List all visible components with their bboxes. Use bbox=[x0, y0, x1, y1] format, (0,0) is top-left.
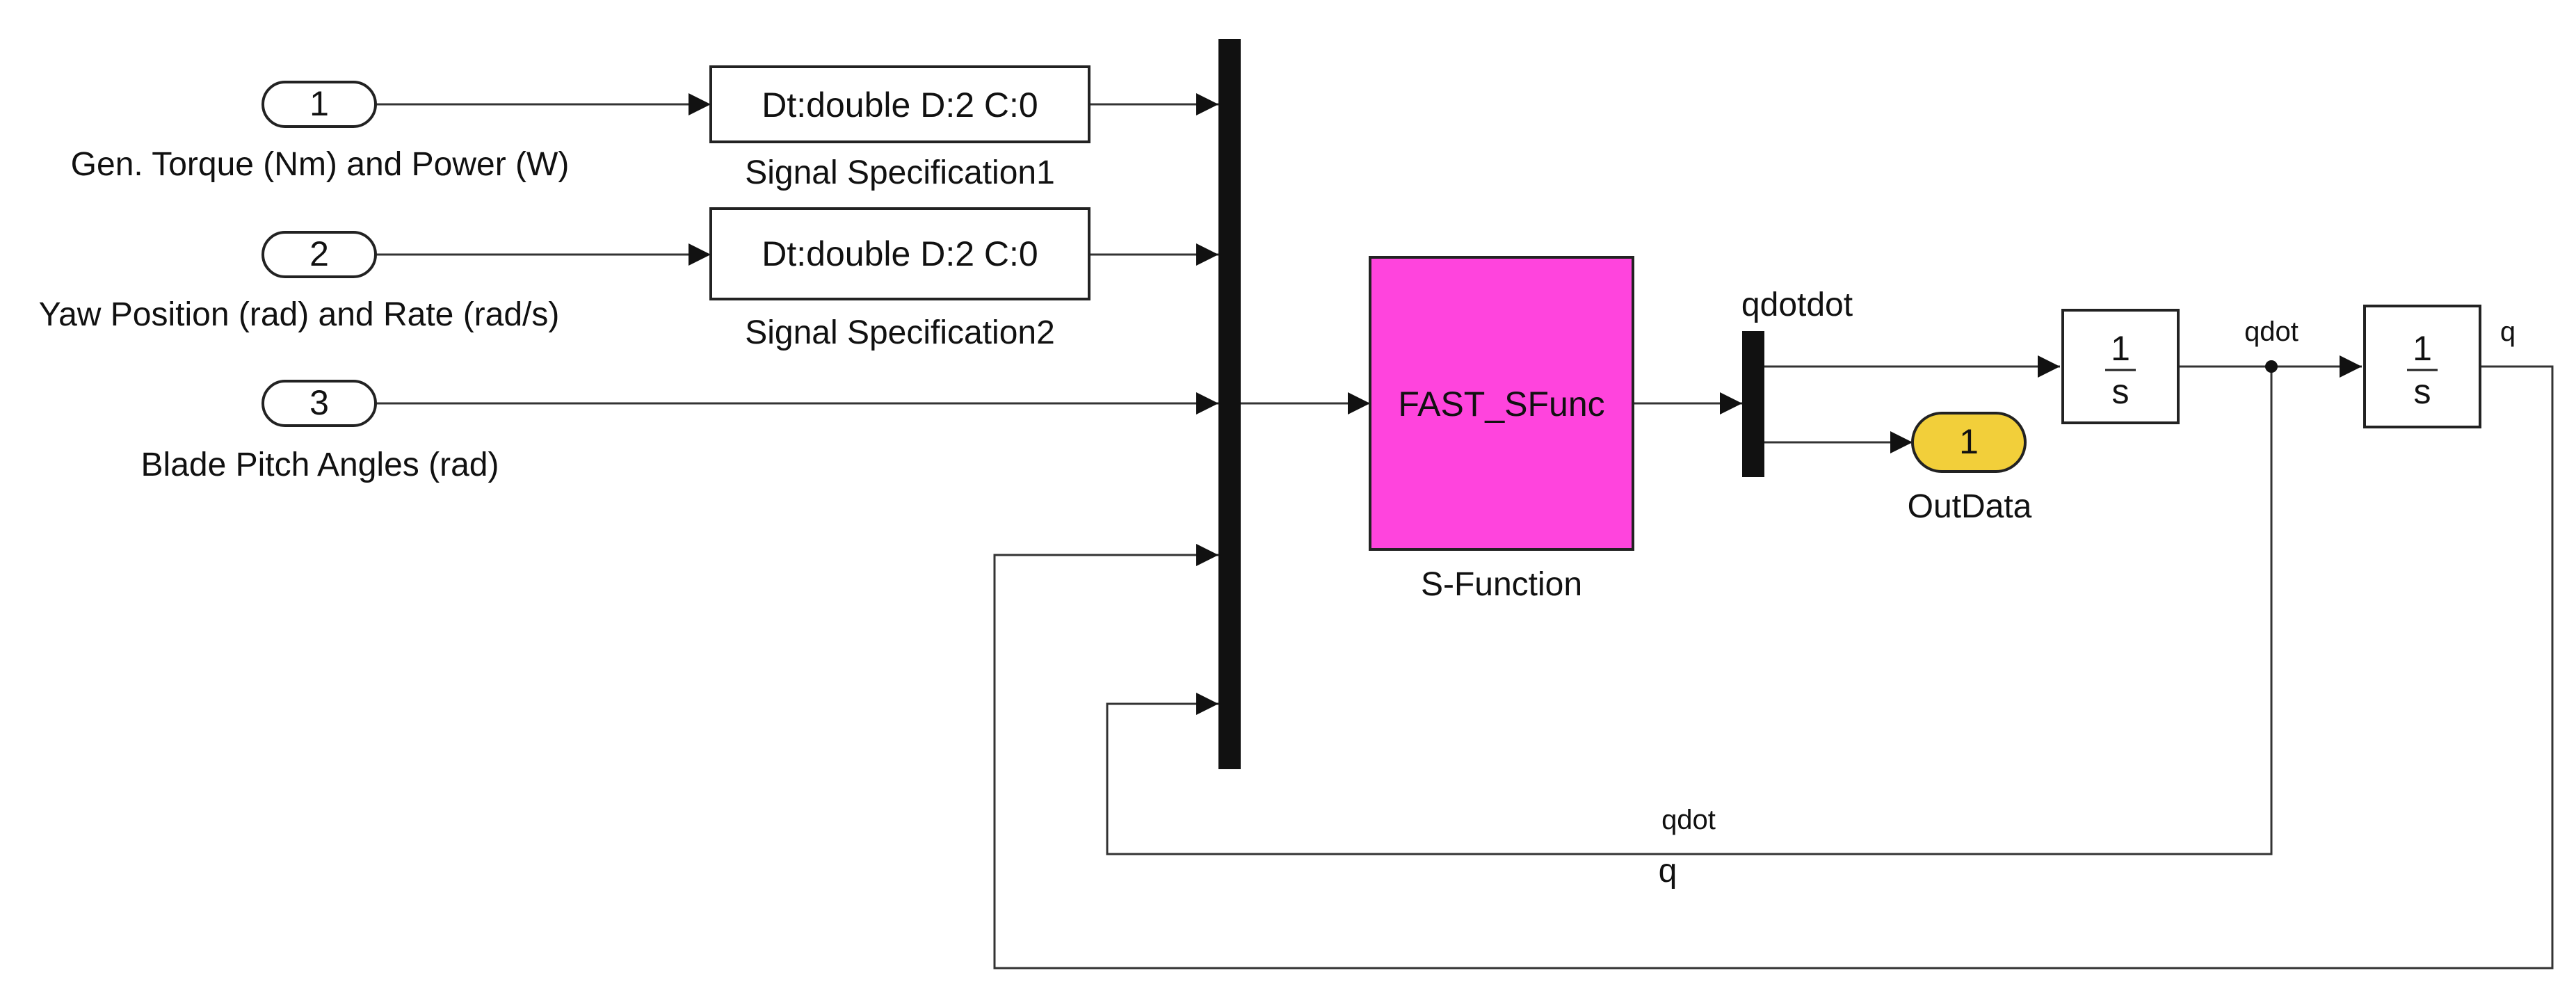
branch-point bbox=[2265, 360, 2278, 373]
signal-spec-text: Dt:double D:2 C:0 bbox=[762, 234, 1038, 273]
arrow-int1 bbox=[2038, 355, 2060, 378]
inport-label: Yaw Position (rad) and Rate (rad/s) bbox=[39, 296, 560, 333]
signal-lines bbox=[376, 93, 2554, 969]
inport-number: 2 bbox=[309, 234, 329, 273]
arrow-mux-1 bbox=[1196, 93, 1218, 115]
inport-number: 1 bbox=[309, 84, 329, 123]
inport-number: 3 bbox=[309, 383, 329, 422]
integrator-numerator: 1 bbox=[2111, 329, 2130, 368]
outport-number: 1 bbox=[1959, 422, 1979, 461]
arrow-mux-2 bbox=[1196, 243, 1218, 266]
integrator-1[interactable]: 1 s bbox=[2061, 309, 2180, 424]
signal-spec-label: Signal Specification2 bbox=[745, 314, 1055, 351]
outport-label: OutData bbox=[1908, 488, 2032, 525]
inport-2[interactable]: 2 bbox=[261, 231, 377, 278]
sfunction-text: FAST_SFunc bbox=[1398, 385, 1604, 424]
outport-1[interactable]: 1 bbox=[1911, 412, 2027, 473]
feedback-qdot-label: qdot bbox=[1661, 805, 1716, 835]
integrator-denominator: s bbox=[2112, 372, 2130, 411]
arrow-spec1 bbox=[689, 93, 711, 115]
integrator-output-label: q bbox=[2500, 316, 2515, 347]
signal-spec-1[interactable]: Dt:double D:2 C:0 bbox=[709, 65, 1090, 143]
sfunction-label: S-Function bbox=[1421, 566, 1582, 603]
feedback-q-line bbox=[993, 365, 2554, 969]
feedback-q-label: q bbox=[1659, 853, 1677, 890]
arrow-out bbox=[1890, 431, 1913, 453]
feedback-qdot-line bbox=[1106, 367, 2273, 855]
arrow-spec2 bbox=[689, 243, 711, 266]
inport-label: Blade Pitch Angles (rad) bbox=[141, 446, 499, 483]
signal-spec-text: Dt:double D:2 C:0 bbox=[762, 86, 1038, 124]
arrow-sfunc bbox=[1348, 392, 1370, 415]
arrow-int2 bbox=[2340, 355, 2362, 378]
mux-block[interactable] bbox=[1218, 39, 1241, 769]
sfunction-block[interactable]: FAST_SFunc bbox=[1369, 256, 1634, 551]
integrator-denominator: s bbox=[2414, 372, 2431, 411]
arrow-demux bbox=[1720, 392, 1742, 415]
inport-1[interactable]: 1 bbox=[261, 81, 377, 128]
arrow-mux-4 bbox=[1196, 544, 1218, 566]
inport-3[interactable]: 3 bbox=[261, 380, 377, 427]
integrator-2[interactable]: 1 s bbox=[2363, 305, 2481, 428]
integrator-output-label: qdot bbox=[2244, 316, 2299, 347]
demux-label: qdotdot bbox=[1741, 287, 1853, 323]
signal-spec-2[interactable]: Dt:double D:2 C:0 bbox=[709, 207, 1090, 300]
arrow-mux-3 bbox=[1196, 392, 1218, 415]
signal-spec-label: Signal Specification1 bbox=[745, 154, 1055, 191]
inport-label: Gen. Torque (Nm) and Power (W) bbox=[71, 146, 570, 183]
arrow-mux-5 bbox=[1196, 693, 1218, 715]
integrator-numerator: 1 bbox=[2413, 329, 2432, 368]
demux-block[interactable] bbox=[1742, 331, 1764, 477]
